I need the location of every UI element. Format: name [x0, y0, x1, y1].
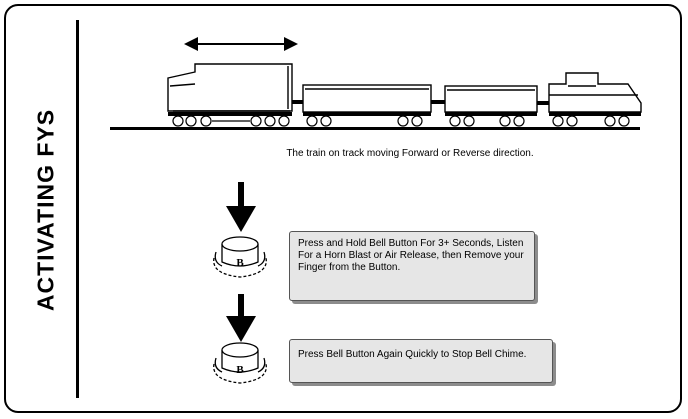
- track-rail: [110, 127, 640, 130]
- vertical-divider: [76, 20, 79, 398]
- bell-button-icon: [213, 236, 267, 278]
- page-frame: [4, 4, 682, 413]
- passenger-car-1: [302, 84, 432, 116]
- down-arrow-icon: [226, 294, 256, 342]
- instruction-box-step-1: Press and Hold Bell Button For 3+ Second…: [289, 231, 535, 301]
- tender-car: [167, 63, 293, 116]
- double-arrow-icon: [184, 37, 298, 51]
- button-letter: B: [236, 364, 244, 376]
- passenger-car-2: [444, 85, 538, 116]
- train-caption: The train on track moving Forward or Rev…: [286, 148, 534, 159]
- bell-button-icon: [213, 342, 267, 384]
- locomotive: [548, 72, 642, 116]
- button-letter: B: [236, 257, 244, 269]
- down-arrow-icon: [226, 182, 256, 232]
- wheel-set: [172, 115, 630, 127]
- instruction-box-step-2: Press Bell Button Again Quickly to Stop …: [289, 339, 553, 383]
- train-illustration: [110, 63, 642, 130]
